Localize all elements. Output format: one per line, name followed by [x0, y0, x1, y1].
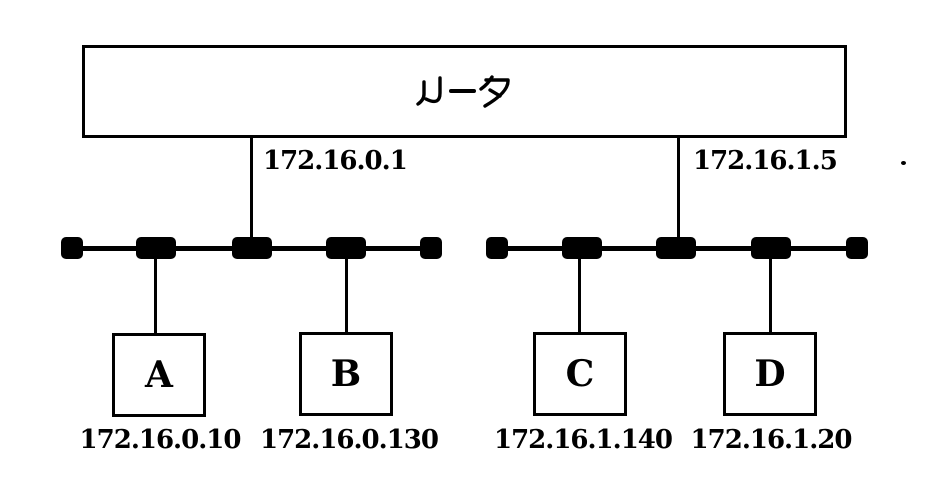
host-ip-d: 172.16.1.20 [690, 425, 853, 455]
router-interface-ip-2: 172.16.1.5 [693, 146, 838, 176]
bus1-tap-host-a [136, 237, 176, 259]
host-label-c: C [565, 353, 595, 395]
scan-artifact-dot [901, 161, 906, 165]
bus1-tap-router [232, 237, 272, 259]
bus2-tap-host-d [751, 237, 791, 259]
bus1-tap-host-b [326, 237, 366, 259]
router-drop-line-segment2 [677, 138, 680, 248]
host-box-b: B [299, 332, 393, 416]
host-d-drop-line [769, 259, 772, 334]
router-label [415, 74, 515, 109]
host-box-a: A [112, 333, 206, 417]
bus2-terminator-right [846, 237, 868, 259]
bus2-tap-router [656, 237, 696, 259]
host-ip-a: 172.16.0.10 [79, 425, 242, 455]
router-interface-ip-1: 172.16.0.1 [263, 146, 408, 176]
bus2-terminator-left [486, 237, 508, 259]
host-ip-c: 172.16.1.140 [494, 425, 673, 455]
router-label-glyphs [415, 74, 510, 108]
host-box-c: C [533, 332, 627, 416]
bus1-terminator-left [61, 237, 83, 259]
host-label-a: A [145, 354, 173, 396]
host-label-b: B [330, 353, 362, 395]
host-b-drop-line [345, 259, 348, 334]
host-label-d: D [754, 353, 786, 395]
router-drop-line-segment1 [250, 138, 253, 248]
host-box-d: D [723, 332, 817, 416]
host-ip-b: 172.16.0.130 [260, 425, 439, 455]
bus2-tap-host-c [562, 237, 602, 259]
bus1-terminator-right [420, 237, 442, 259]
host-a-drop-line [154, 259, 157, 335]
host-c-drop-line [578, 259, 581, 334]
router-box [82, 45, 847, 138]
